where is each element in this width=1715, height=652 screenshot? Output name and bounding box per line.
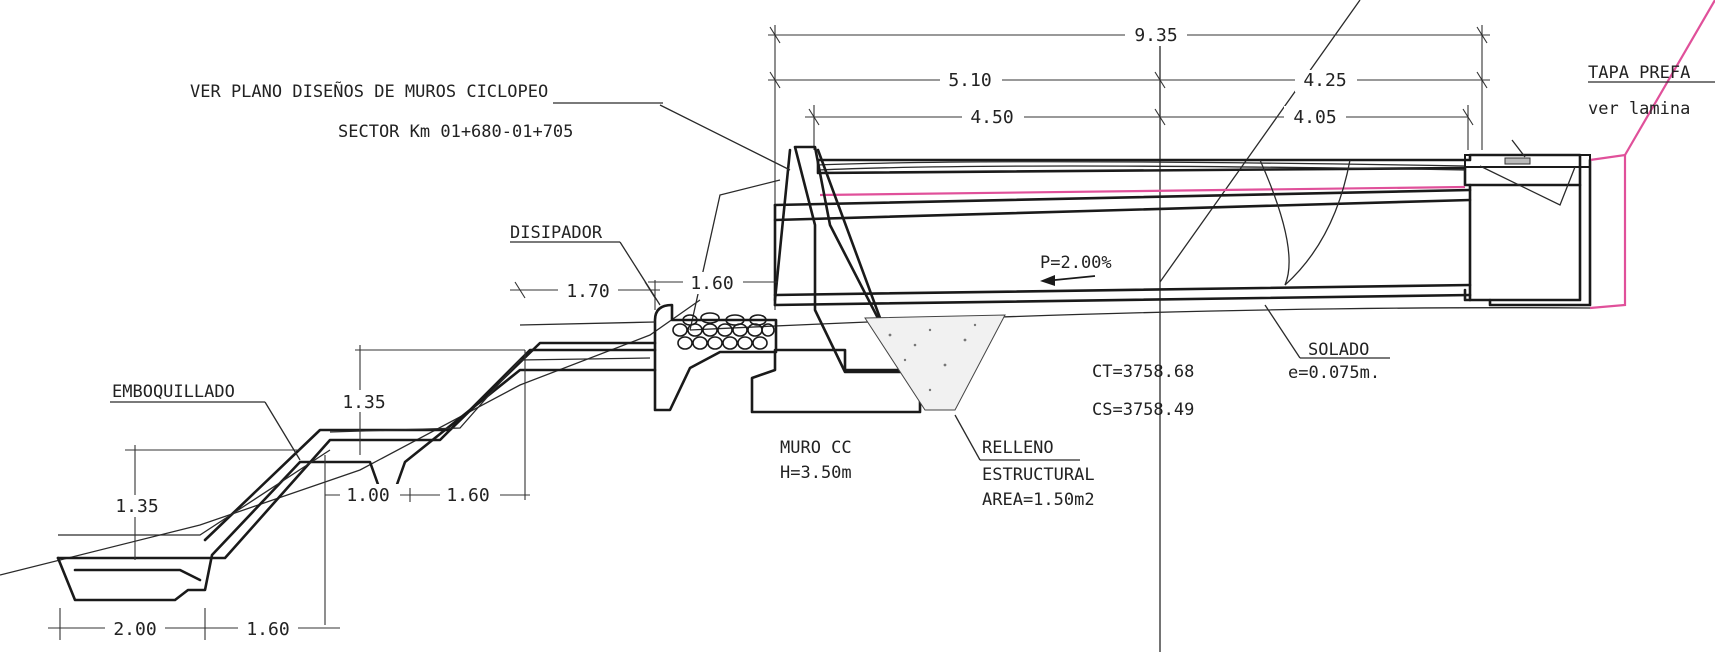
muro-cc-back bbox=[816, 148, 892, 347]
dim-step-h2: 1.35 bbox=[342, 392, 385, 413]
note-ct: CT=3758.68 bbox=[1092, 362, 1194, 382]
note-disipador: DISIPADOR bbox=[510, 223, 603, 243]
dim-disipador-len: 1.70 bbox=[566, 281, 609, 302]
relleno-hatch-dots bbox=[888, 323, 977, 392]
dim-step-w2: 1.60 bbox=[446, 485, 489, 506]
terrain-arc-2 bbox=[1284, 159, 1351, 286]
dim-step-h1: 1.35 bbox=[115, 496, 158, 517]
note-relleno-1: RELLENO bbox=[982, 438, 1054, 458]
note-muro-cc-2: H=3.50m bbox=[780, 463, 852, 483]
tapa-box bbox=[1464, 154, 1591, 206]
disipador-stones bbox=[672, 312, 775, 350]
stepped-channel bbox=[56, 321, 657, 602]
terrain-line-lower bbox=[0, 299, 701, 576]
dim-span-left: 5.10 bbox=[948, 70, 991, 91]
note-slope: P=2.00% bbox=[1040, 253, 1112, 273]
dimension-lines-left bbox=[48, 280, 778, 640]
terrain-arc-3 bbox=[689, 179, 781, 331]
relleno-estructural bbox=[864, 314, 1006, 411]
note-tapa-2: ver lamina bbox=[1588, 99, 1690, 119]
dim-inner-left: 4.50 bbox=[970, 107, 1013, 128]
flow-arrow bbox=[1040, 275, 1096, 286]
disipador bbox=[653, 303, 778, 412]
dim-step-w1: 1.00 bbox=[346, 485, 389, 506]
note-tapa-1: TAPA PREFA bbox=[1588, 63, 1690, 83]
pink-line-diagonal bbox=[1624, 0, 1715, 156]
tapa-leader bbox=[1511, 139, 1526, 158]
dim-base-w: 2.00 bbox=[113, 619, 156, 640]
note-cs: CS=3758.49 bbox=[1092, 400, 1194, 420]
dim-span-right: 4.25 bbox=[1303, 70, 1346, 91]
pink-line-box bbox=[1589, 153, 1627, 310]
dimension-chains-top bbox=[768, 25, 1490, 310]
pink-line-inner bbox=[819, 185, 1466, 197]
note-muros-ref-2: SECTOR Km 01+680-01+705 bbox=[338, 122, 573, 142]
note-solado-1: SOLADO bbox=[1308, 340, 1369, 360]
leader-lines bbox=[110, 81, 1715, 461]
note-muros-ref-1: VER PLANO DISEÑOS DE MUROS CICLOPEO bbox=[190, 80, 548, 102]
terrain-arc-1 bbox=[1259, 159, 1290, 286]
note-relleno-3: AREA=1.50m2 bbox=[982, 490, 1095, 510]
note-solado-2: e=0.075m. bbox=[1288, 363, 1380, 383]
note-emboquillado: EMBOQUILLADO bbox=[112, 382, 235, 402]
muro-cc-front bbox=[773, 148, 792, 302]
dim-total: 9.35 bbox=[1134, 25, 1177, 46]
dim-base-w2: 1.60 bbox=[246, 619, 289, 640]
terrain-line-upper bbox=[1159, 0, 1361, 283]
dim-inner-right: 4.05 bbox=[1293, 107, 1336, 128]
note-relleno-2: ESTRUCTURAL bbox=[982, 465, 1095, 485]
culvert-body bbox=[689, 153, 1592, 331]
dim-muro-top: 1.60 bbox=[690, 273, 733, 294]
note-muro-cc-1: MURO CC bbox=[780, 438, 852, 458]
